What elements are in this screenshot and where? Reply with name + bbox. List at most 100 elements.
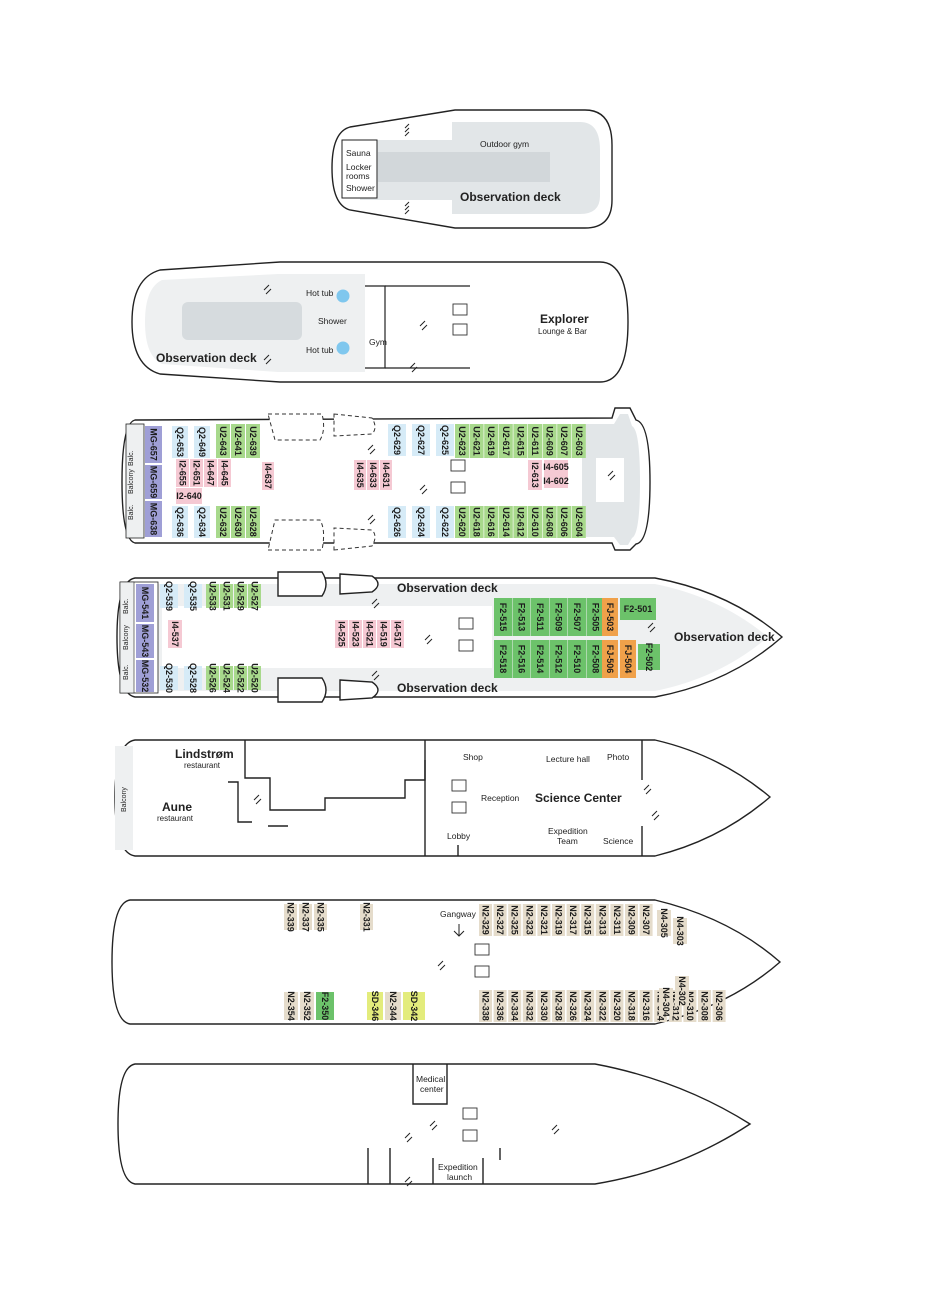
cabin-label: U2-623 xyxy=(457,426,467,456)
deck-1-center-strip xyxy=(378,152,550,182)
cabin-label: N4-304 xyxy=(661,987,671,1017)
cabin-q2-649 xyxy=(194,426,210,458)
cabin-i2-651 xyxy=(190,459,203,487)
stairs-icon xyxy=(437,960,446,971)
cabin-label: N2-332 xyxy=(524,991,534,1021)
cabin-u2-527 xyxy=(248,584,261,608)
cabin-n2-309 xyxy=(625,904,638,936)
cabin-label: U2-531 xyxy=(222,581,232,611)
cabin-u2-609 xyxy=(542,424,557,458)
label-sauna: Sauna xyxy=(346,148,371,158)
cabin-label: U2-522 xyxy=(236,663,246,693)
cabin-u2-612 xyxy=(513,506,528,538)
label-gym: Gym xyxy=(369,337,387,347)
cabin-f2-514 xyxy=(531,640,549,678)
cabin-n2-316 xyxy=(639,990,653,1022)
cabin-n2-326 xyxy=(566,990,580,1022)
cabin-u2-616 xyxy=(484,506,499,538)
cabin-i4-517 xyxy=(391,620,404,648)
label-lounge-bar: Lounge & Bar xyxy=(538,327,587,336)
deck-5-partitions xyxy=(424,740,643,856)
elevator-icon xyxy=(458,639,474,652)
cabin-label: FJ-504 xyxy=(623,645,633,674)
label-lecture-hall: Lecture hall xyxy=(546,754,590,764)
label-science-center: Science Center xyxy=(535,791,622,805)
cabin-sd-342 xyxy=(403,992,425,1020)
cabin-label: N4-305 xyxy=(659,908,669,938)
cabin-label: N2-325 xyxy=(510,905,520,935)
deck-2-lounge-wall xyxy=(385,285,470,369)
cabin-label: N2-315 xyxy=(583,905,593,935)
cabin-label: SD-346 xyxy=(370,991,380,1022)
cabin-u2-520 xyxy=(248,666,261,690)
cabin-u2-641 xyxy=(231,424,245,458)
cabin-label: N2-331 xyxy=(362,902,372,932)
label-science: Science xyxy=(603,836,634,846)
cabin-fj-506 xyxy=(602,640,618,678)
cabin-fj-503 xyxy=(602,598,618,636)
label-balcony: Balcony xyxy=(123,625,130,650)
cabin-i4-521 xyxy=(363,620,376,648)
cabin-u2-643 xyxy=(216,424,230,458)
stairs-icon xyxy=(263,284,428,373)
label-medical: Medical xyxy=(416,1074,445,1084)
cabin-label: U2-632 xyxy=(218,507,228,537)
label-shower: Shower xyxy=(318,316,347,326)
cabin-mg-543 xyxy=(136,624,154,658)
label-locker: Locker xyxy=(346,162,372,172)
cabin-q2-528 xyxy=(184,666,202,690)
cabin-label: I4-605 xyxy=(543,462,569,472)
label-photo: Photo xyxy=(607,752,629,762)
elevator-icon xyxy=(450,481,466,494)
cabin-label: U2-603 xyxy=(574,426,584,456)
label-observation-deck: Observation deck xyxy=(460,190,561,204)
cabin-n2-330 xyxy=(537,990,551,1022)
cabin-label: N2-327 xyxy=(495,905,505,935)
cabin-label: I2-655 xyxy=(178,460,188,486)
hot-tub-icon xyxy=(336,289,350,303)
cabin-label: FJ-503 xyxy=(605,603,615,632)
cabin-n2-337 xyxy=(299,904,312,930)
elevator-icon xyxy=(452,323,468,336)
cabin-label: I4-525 xyxy=(337,621,347,647)
label-hot-tub: Hot tub xyxy=(306,288,334,298)
cabin-label: F2-509 xyxy=(554,603,564,632)
cabin-label: F2-502 xyxy=(644,643,654,672)
cabin-label: F2-508 xyxy=(591,645,601,674)
cabin-label: I4-635 xyxy=(355,462,365,488)
deck-4-interior xyxy=(162,606,492,668)
cabin-label: I4-519 xyxy=(379,621,389,647)
cabin-n2-352 xyxy=(300,992,314,1020)
label-team: Team xyxy=(557,836,578,846)
cabin-n2-336 xyxy=(493,990,507,1022)
cabin-label: I4-633 xyxy=(368,462,378,488)
label-lobby: Lobby xyxy=(447,831,471,841)
cabin-label: N2-311 xyxy=(612,905,622,934)
cabin-label: MG-657 xyxy=(149,428,159,461)
cabin-q2-624 xyxy=(412,506,430,538)
elevator-icon xyxy=(458,617,474,630)
cabin-i4-602 xyxy=(544,474,568,488)
cabin-label: MG-638 xyxy=(149,503,159,536)
label-observation-deck-bow: Observation deck xyxy=(674,630,775,644)
label-shop: Shop xyxy=(463,752,483,762)
cabin-label: U2-524 xyxy=(222,663,232,693)
cabin-f2-350 xyxy=(316,992,334,1020)
label-aune-restaurant: restaurant xyxy=(157,814,194,823)
label-observation-deck: Observation deck xyxy=(397,681,498,695)
cabin-label: I2-613 xyxy=(530,462,540,488)
cabin-label: N2-326 xyxy=(568,991,578,1021)
cabin-label: U2-619 xyxy=(486,426,496,456)
cabin-label: Q2-636 xyxy=(175,507,185,537)
cabin-i2-655 xyxy=(176,459,189,487)
cabin-i4-537 xyxy=(168,620,182,648)
cabin-label: Q2-622 xyxy=(440,507,450,537)
cabin-f2-511 xyxy=(531,598,549,636)
cabin-u2-533 xyxy=(206,584,219,608)
label-shower: Shower xyxy=(346,183,375,193)
cabin-f2-510 xyxy=(568,640,586,678)
cabin-label: U2-611 xyxy=(530,426,540,455)
cabin-label: I4-645 xyxy=(220,460,230,486)
cabin-label: N2-344 xyxy=(388,991,398,1021)
cabin-n2-335 xyxy=(314,904,327,930)
